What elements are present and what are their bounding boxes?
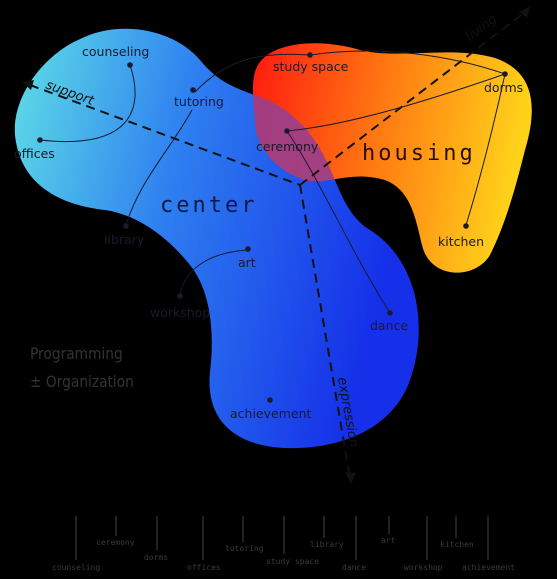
node-ceremony-label: ceremony <box>256 139 319 154</box>
legend-label-ceremony: ceremony <box>96 538 135 547</box>
node-study-space-label: study space <box>273 59 349 74</box>
node-counseling-dot <box>127 62 133 68</box>
link-ceremony-dance <box>286 130 391 314</box>
node-achievement-label: achievement <box>230 406 311 421</box>
node-tutoring-label: tutoring <box>174 94 224 109</box>
node-tutoring-dot <box>190 87 196 93</box>
node-workshop-label: workshop <box>150 305 210 320</box>
support-arrowhead <box>22 80 34 90</box>
node-offices-dot <box>37 137 43 143</box>
node-achievement-dot <box>267 397 273 403</box>
node-art-label: art <box>238 255 256 270</box>
housing-zone <box>252 43 532 273</box>
node-study-space-dot <box>307 52 313 58</box>
legend-label-dorms: dorms <box>144 553 168 562</box>
legend-label-achievement: achievement <box>462 563 515 572</box>
legend-label-kitchen: kitchen <box>440 540 474 549</box>
legend-label-counseling: counseling <box>52 563 100 572</box>
living-axis-label: living <box>463 12 500 45</box>
legend-label-art: art <box>381 536 396 545</box>
link-art-workshop <box>179 249 249 297</box>
legend-label-dance: dance <box>342 563 366 572</box>
node-dorms-dot <box>502 71 508 77</box>
link-tutoring-study-space <box>194 53 311 93</box>
node-library-label: library <box>104 232 145 247</box>
caption-line-1: Programming <box>30 344 123 363</box>
node-kitchen-dot <box>463 223 469 229</box>
legend-strip: counseling ceremony dorms offices tutori… <box>52 516 515 572</box>
legend-label-offices: offices <box>187 563 221 572</box>
caption-line-2: ± Organization <box>30 372 134 391</box>
node-offices-label: offices <box>14 146 55 161</box>
node-workshop-dot <box>177 293 183 299</box>
legend-label-study-space: study space <box>266 557 319 566</box>
node-kitchen-label: kitchen <box>438 234 484 249</box>
living-arrowhead <box>519 6 530 18</box>
node-art-dot <box>245 246 251 252</box>
node-dorms-label: dorms <box>484 80 523 95</box>
living-axis <box>299 11 526 186</box>
legend-label-workshop: workshop <box>404 563 443 572</box>
center-zone <box>14 28 419 449</box>
expression-arrowhead <box>345 472 356 484</box>
node-dance-label: dance <box>370 318 408 333</box>
housing-zone-label: housing <box>362 141 476 166</box>
diagram-caption: Programming ± Organization <box>30 340 134 396</box>
center-zone-label: center <box>160 193 257 218</box>
link-ceremony-dorms <box>286 73 506 132</box>
link-counseling-offices <box>39 64 136 142</box>
node-dance-dot <box>387 310 393 316</box>
node-ceremony-dot <box>284 128 290 134</box>
expression-axis <box>299 184 351 479</box>
support-axis <box>29 84 301 186</box>
link-study-space-dorms <box>309 50 506 75</box>
link-tutoring-library <box>125 109 193 226</box>
link-dorms-kitchen <box>465 73 506 226</box>
node-library-dot <box>123 223 129 229</box>
legend-label-library: library <box>310 540 344 549</box>
legend-label-tutoring: tutoring <box>225 544 264 553</box>
node-counseling-label: counseling <box>82 44 149 59</box>
